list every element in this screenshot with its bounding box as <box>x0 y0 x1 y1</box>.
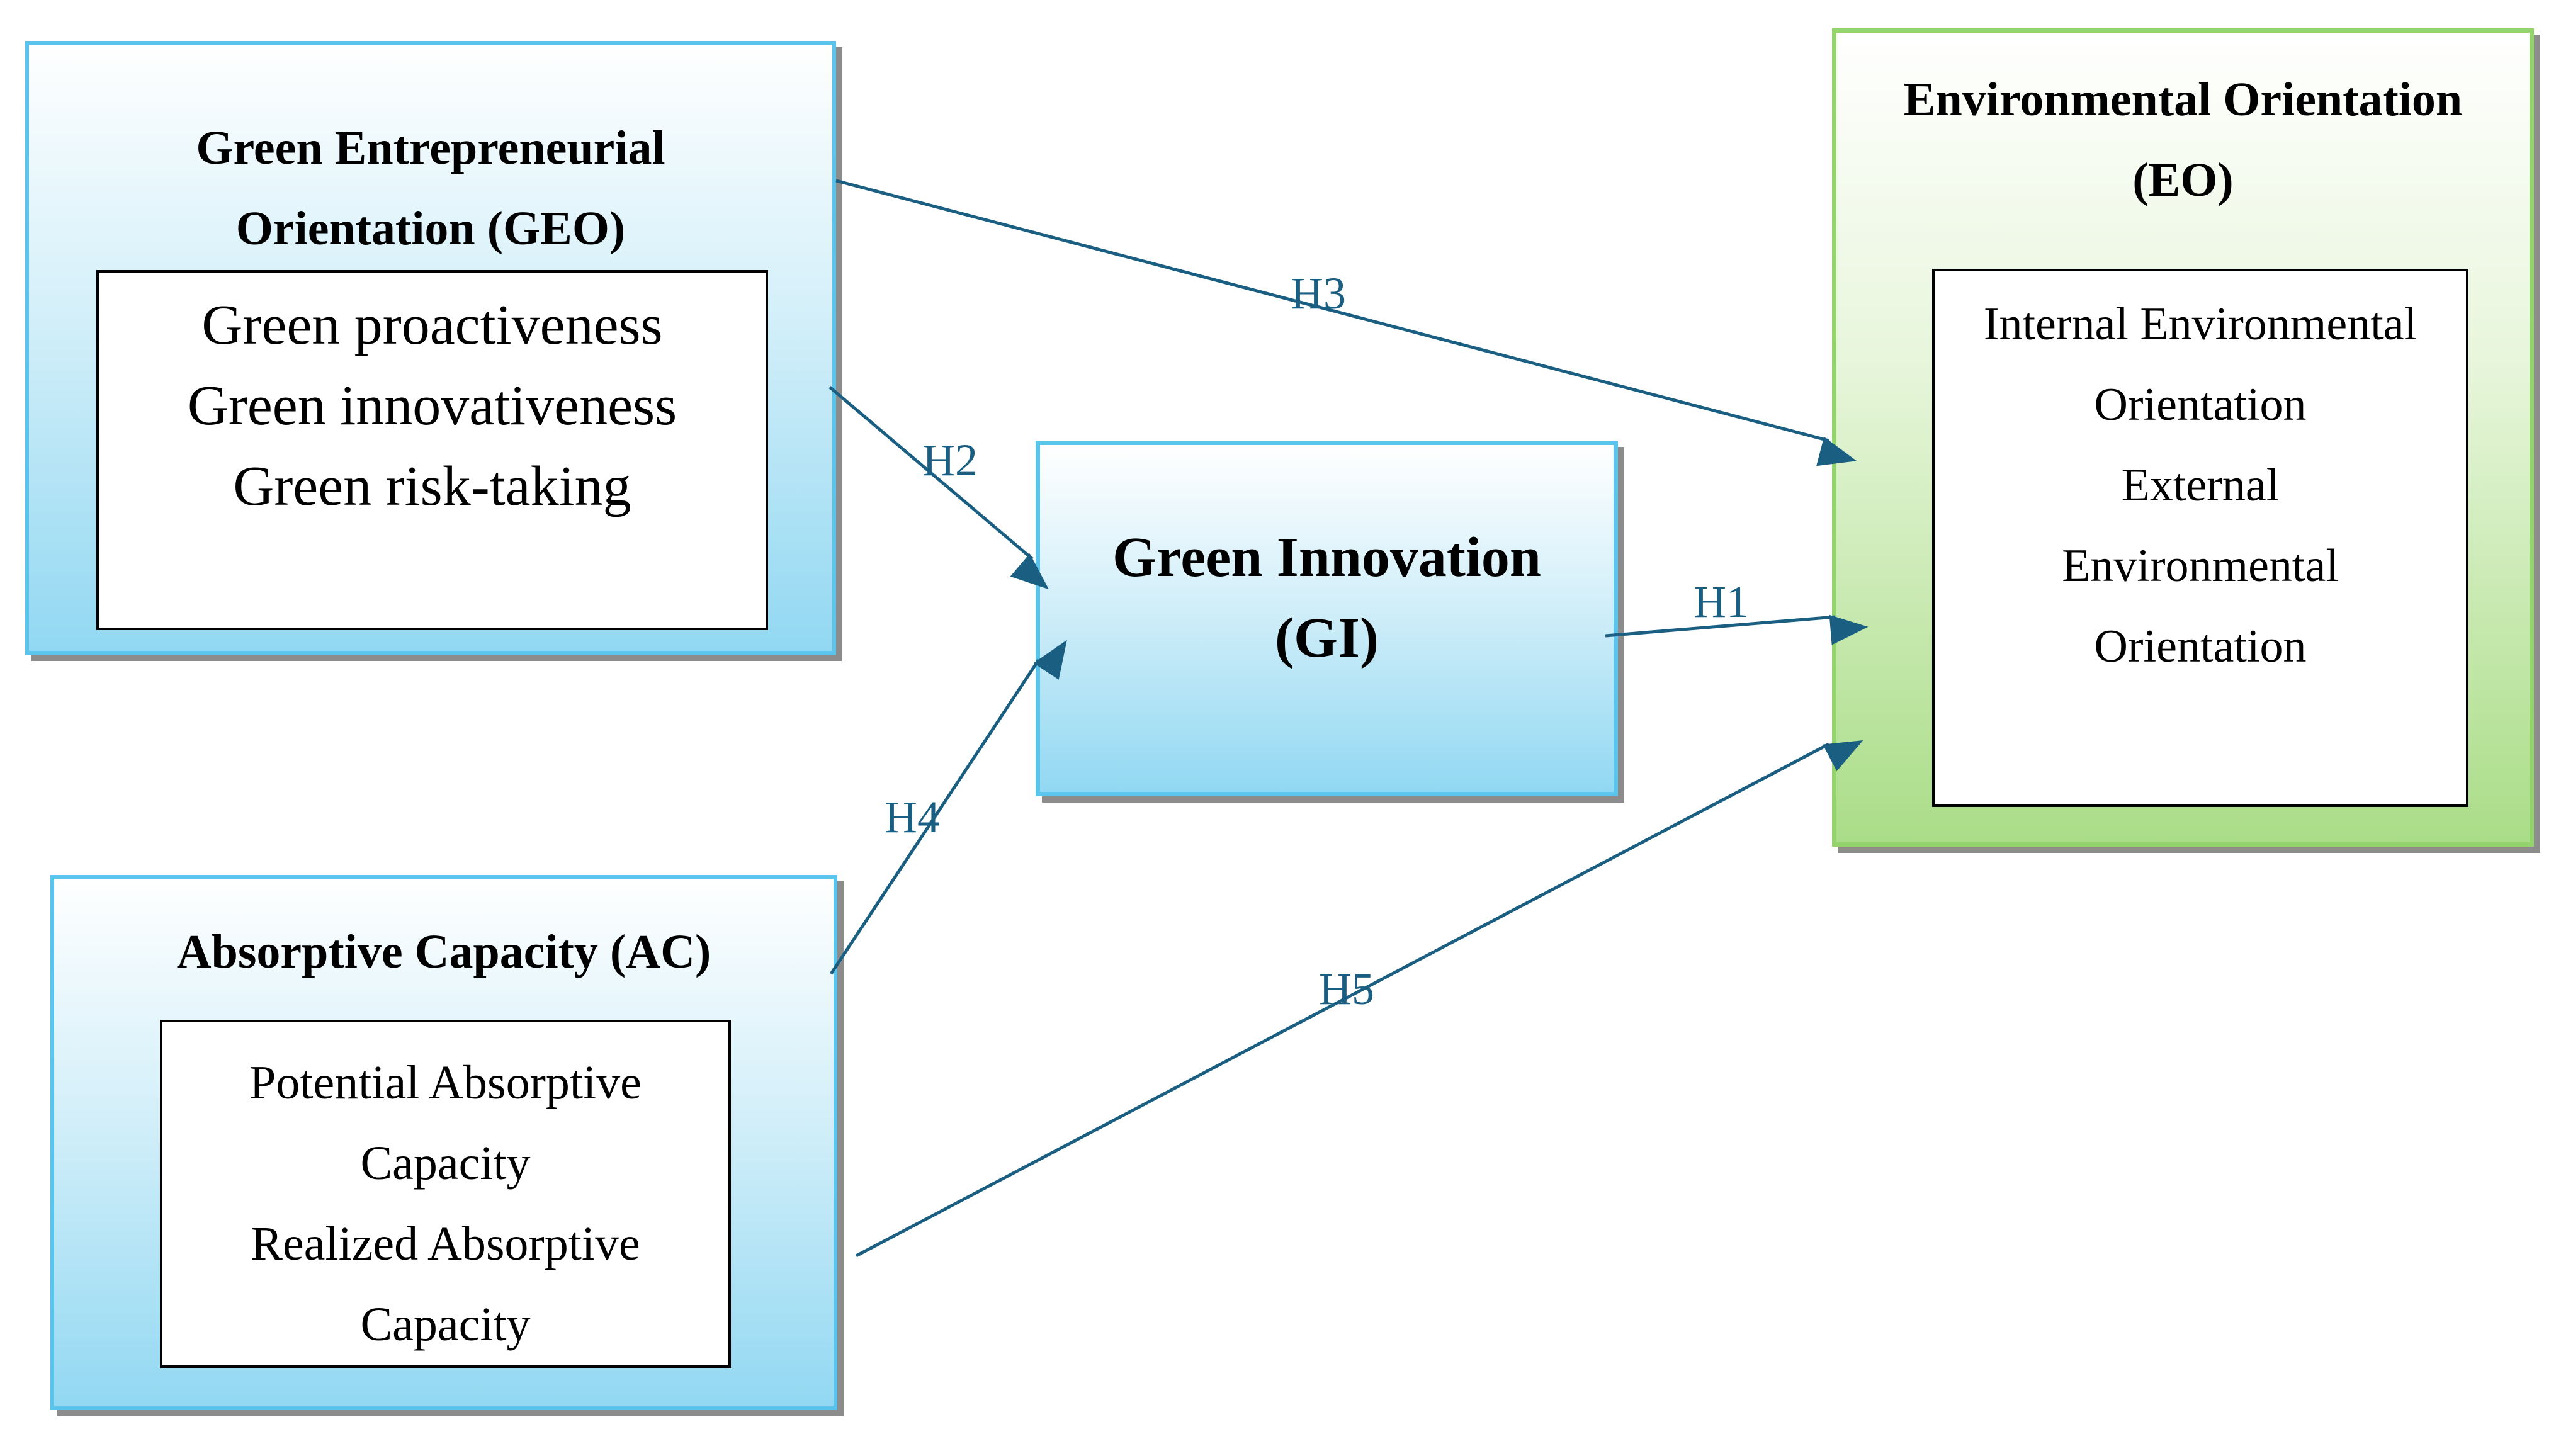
eo-construct-box: Environmental Orientation (EO) Internal … <box>1832 28 2534 847</box>
h1-label: H1 <box>1694 577 1749 627</box>
hypothesis-h4: H4 <box>829 640 1067 975</box>
geo-dimension-item: Green innovativeness <box>187 375 677 437</box>
geo-title-line: Green Entrepreneurial <box>196 121 665 174</box>
h5-label: H5 <box>1319 964 1374 1014</box>
eo-dimension-item: Environmental <box>2062 540 2339 592</box>
ac-construct-box: Absorptive Capacity (AC) Potential Absor… <box>50 875 837 1410</box>
ac-dimension-item: Potential Absorptive <box>249 1056 642 1109</box>
eo-dimensions-list: Internal Environmental Orientation Exter… <box>1932 269 2468 807</box>
eo-dimension-item: Orientation <box>2094 621 2307 672</box>
eo-title-line: Environmental Orientation <box>1903 73 2463 126</box>
geo-title: Green Entrepreneurial Orientation (GEO) <box>29 108 832 269</box>
h1-arrow <box>1605 614 1869 645</box>
ac-dimension-item: Capacity <box>360 1298 531 1351</box>
h5-arrow <box>855 740 1863 1258</box>
hypothesis-h3: H3 <box>835 179 1857 466</box>
h4-label: H4 <box>885 792 940 842</box>
geo-dimensions-list: Green proactiveness Green innovativeness… <box>96 270 768 630</box>
geo-title-line: Orientation (GEO) <box>235 202 626 255</box>
ac-dimension-item: Realized Absorptive <box>251 1217 640 1270</box>
ac-title: Absorptive Capacity (AC) <box>54 911 834 992</box>
h4-arrow <box>829 640 1067 975</box>
gi-title-line: Green Innovation <box>1112 526 1541 589</box>
gi-title-line: (GI) <box>1275 607 1379 669</box>
h2-label: H2 <box>922 435 978 485</box>
hypothesis-h1: H1 <box>1605 577 1869 645</box>
h3-arrow <box>835 179 1857 466</box>
geo-dimension-item: Green risk-taking <box>233 455 631 517</box>
eo-dimension-item: Orientation <box>2094 379 2307 431</box>
eo-dimension-item: External <box>2121 460 2280 511</box>
hypothesis-h2: H2 <box>828 386 1049 590</box>
ac-dimensions-list: Potential Absorptive Capacity Realized A… <box>160 1020 731 1368</box>
h2-arrow <box>828 386 1049 590</box>
geo-construct-box: Green Entrepreneurial Orientation (GEO) … <box>25 41 836 655</box>
ac-title-line: Absorptive Capacity (AC) <box>176 925 711 978</box>
eo-title: Environmental Orientation (EO) <box>1836 59 2530 220</box>
h3-label: H3 <box>1291 268 1346 319</box>
eo-title-line: (EO) <box>2132 154 2234 206</box>
hypothesis-h5: H5 <box>855 740 1863 1258</box>
geo-dimension-item: Green proactiveness <box>201 294 663 356</box>
gi-title: Green Innovation (GI) <box>1040 517 1614 679</box>
gi-construct-box: Green Innovation (GI) <box>1036 441 1618 796</box>
eo-dimension-item: Internal Environmental <box>1983 298 2417 350</box>
ac-dimension-item: Capacity <box>360 1137 531 1190</box>
